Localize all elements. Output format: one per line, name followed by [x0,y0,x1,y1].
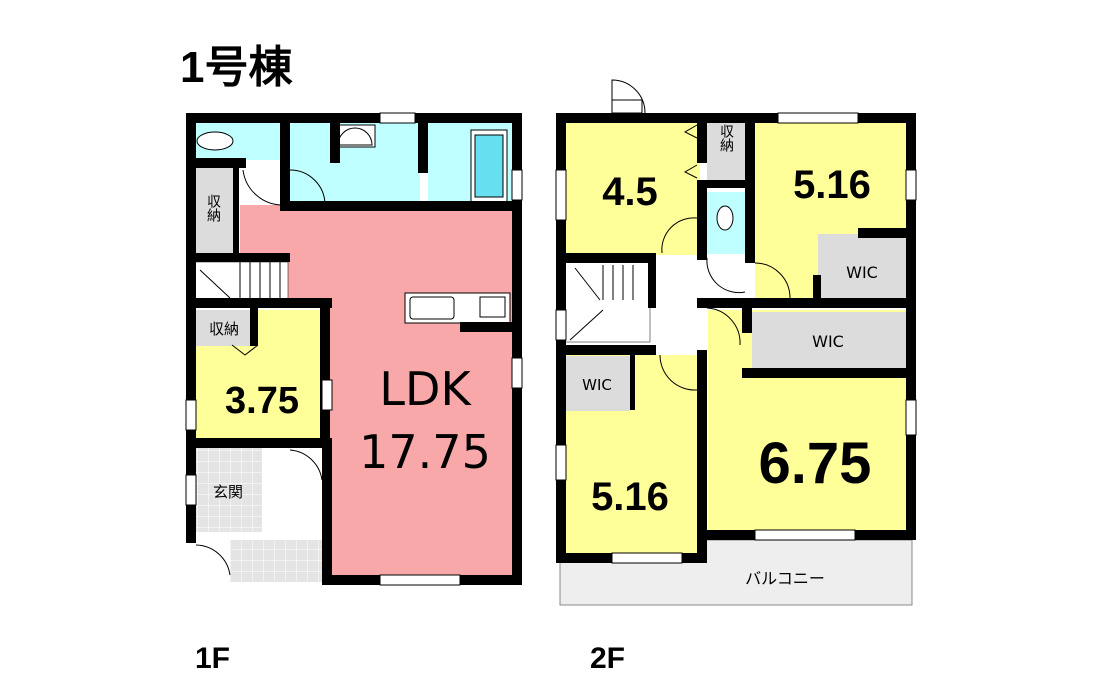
building-title: 1号棟 [180,43,293,92]
doors-2f [611,79,791,391]
floor-1-label: 1F [195,642,230,675]
storage-1f-b [193,310,253,346]
floor-2: 4.5 5.16 6.75 5.16 収納 WIC WIC WIC バルコニー … [555,79,917,675]
stairs-2f [564,261,651,343]
room-45 [565,122,700,255]
storage-1f-a [193,168,233,253]
wic-3 [565,356,630,411]
storage-1f-b-label: 収納 [209,320,239,338]
floor-2-label: 2F [590,642,625,675]
storage-2f [707,122,745,182]
ldk-label: LDK [379,362,472,416]
porch [230,540,328,582]
wic-1 [818,234,907,300]
wic-3-label: WIC [582,376,612,394]
entrance-hall [262,448,328,532]
room-675-size: 6.75 [759,431,872,496]
entrance-label: 玄関 [213,483,243,501]
doors-1f [195,169,326,576]
toilet-2f-icon [716,205,734,231]
floor-1: LDK 17.75 3.75 収納 収納 玄関 1F [185,112,523,675]
toilet-icon [196,131,234,151]
balcony-label: バルコニー [745,569,825,588]
wic-2-label: WIC [812,332,844,351]
room-45-size: 4.5 [602,170,658,214]
ldk-size: 17.75 [359,425,491,479]
storage-2f-label: 収納 [718,124,734,153]
entrance-floor [193,448,262,532]
wic-1-label: WIC [846,263,878,282]
windows-2f [555,99,917,564]
room-516-top-size: 5.16 [793,163,871,207]
storage-1f-a-label: 収納 [205,194,221,223]
room-516-bottom-size: 5.16 [591,475,669,519]
windows-1f [185,112,523,586]
wic-2 [752,312,907,369]
room-375-size: 3.75 [225,380,299,422]
stove-icon [479,296,506,318]
bathtub-water [474,134,504,198]
